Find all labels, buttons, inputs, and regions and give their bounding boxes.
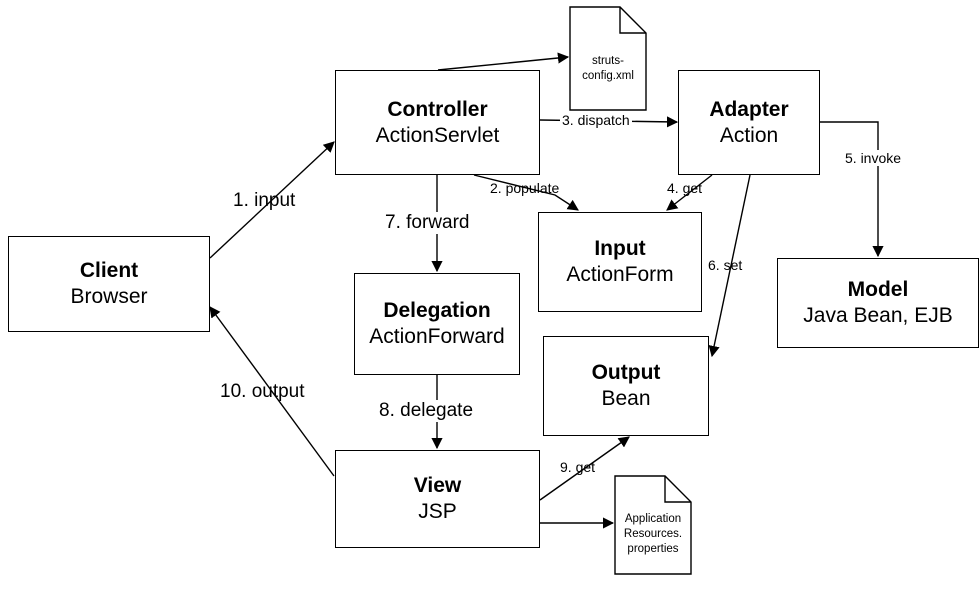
client-subtitle: Browser — [70, 285, 148, 308]
client-title: Client — [79, 259, 139, 283]
app-resources-line1: Application — [624, 513, 682, 525]
label-invoke: 5. invoke — [845, 150, 902, 166]
edge-config-link — [437, 52, 570, 71]
app-resources-line3: properties — [627, 542, 679, 555]
label-get-output: 9. get — [560, 459, 596, 475]
view-title: View — [413, 474, 462, 498]
label-delegate: 8. delegate — [377, 400, 476, 422]
struts-config-line2: config.xml — [582, 69, 634, 82]
edge-input — [209, 141, 335, 259]
label-forward: 7. forward — [383, 212, 472, 234]
label-populate: 2. populate — [490, 180, 560, 196]
input-title: Input — [594, 237, 646, 261]
app-resources-label: Application Resources. properties — [616, 512, 690, 557]
edge-set — [708, 174, 751, 358]
input-subtitle: ActionForm — [566, 263, 674, 286]
label-set: 6. set — [708, 257, 743, 273]
label-dispatch: 3. dispatch — [560, 112, 632, 128]
edge-output — [209, 306, 335, 477]
view-subtitle: JSP — [418, 500, 457, 523]
adapter-box: Adapter Action — [678, 70, 820, 175]
app-resources-line2: Resources. — [623, 527, 683, 540]
edge-get-form — [666, 174, 713, 211]
input-box: Input ActionForm — [538, 212, 702, 312]
view-box: View JSP — [335, 450, 540, 548]
delegation-title: Delegation — [383, 299, 491, 323]
model-subtitle: Java Bean, EJB — [803, 304, 953, 327]
output-title: Output — [591, 361, 661, 385]
label-input: 1. input — [233, 190, 296, 211]
adapter-title: Adapter — [709, 97, 789, 121]
client-box: Client Browser — [8, 236, 210, 332]
edge-invoke — [820, 121, 884, 258]
adapter-subtitle: Action — [719, 123, 779, 147]
controller-box: Controller ActionServlet — [335, 70, 540, 175]
struts-config-label: struts- config.xml — [572, 54, 644, 84]
model-box: Model Java Bean, EJB — [777, 258, 979, 348]
delegation-box: Delegation ActionForward — [354, 273, 520, 375]
output-subtitle: Bean — [601, 387, 651, 410]
edge-get-output — [539, 436, 630, 501]
edge-populate — [473, 174, 579, 211]
controller-title: Controller — [387, 97, 488, 121]
controller-subtitle: ActionServlet — [375, 123, 500, 147]
struts-config-line1: struts- — [592, 55, 624, 67]
label-output: 10. output — [220, 381, 305, 402]
model-title: Model — [847, 278, 909, 302]
output-box: Output Bean — [543, 336, 709, 436]
app-resources-document — [614, 475, 692, 575]
label-get-form: 4. get — [667, 180, 703, 196]
delegation-subtitle: ActionForward — [369, 325, 505, 348]
